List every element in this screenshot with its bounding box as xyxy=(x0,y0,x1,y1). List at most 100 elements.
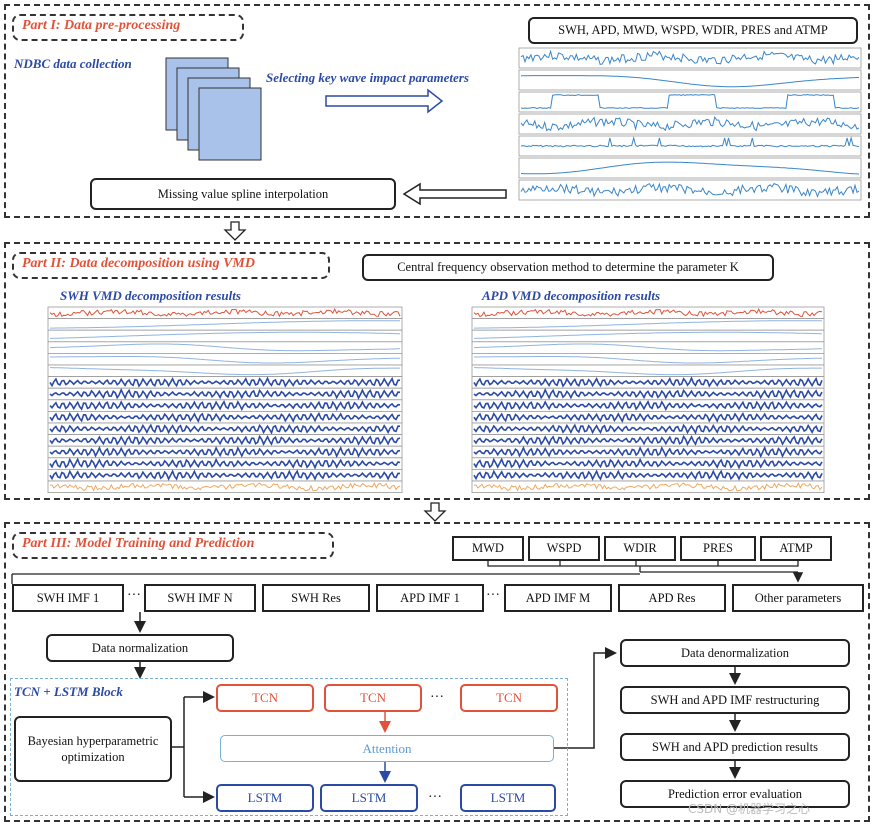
apd-vmd-row-5-trace xyxy=(474,356,823,364)
signal-plot-2-trace xyxy=(520,75,859,88)
apd-vmd-row-14-trace xyxy=(473,457,823,470)
panel-part3 xyxy=(4,522,870,822)
swh-vmd-row-16-trace xyxy=(49,482,401,492)
apd-vmd-plots xyxy=(471,306,825,494)
apd-vmd-row-10-trace xyxy=(473,412,823,423)
apd-vmd-row-13-trace xyxy=(473,445,823,459)
ellipsis-2: ··· xyxy=(486,588,500,603)
apd-vmd-row-11-trace xyxy=(473,423,823,435)
swh-vmd-row-8-trace xyxy=(49,387,401,401)
apd-vmd-row-4-trace xyxy=(473,343,822,352)
watermark: CSDN @机器学习之心 xyxy=(688,802,811,816)
apd-vmd-row-1-trace xyxy=(473,307,823,318)
swh-vmd-row-15-trace xyxy=(49,469,400,481)
hollow-arrow-right xyxy=(325,88,444,114)
swh-vmd-row-10-trace xyxy=(49,411,401,423)
swh-vmd-row-2-trace xyxy=(50,320,400,329)
input-apd-res: APD Res xyxy=(618,584,726,612)
ellipsis-tcn: ··· xyxy=(430,690,444,705)
signal-plot-4-trace xyxy=(520,116,860,132)
bayes-box: Bayesian hyperparametric optimization xyxy=(14,716,172,782)
hollow-arrow-down-2 xyxy=(423,502,447,522)
ellipsis-lstm: ··· xyxy=(428,790,442,805)
panel-part2 xyxy=(4,242,870,500)
apd-vmd-row-16-trace xyxy=(473,482,823,492)
swh-vmd-row-5-trace xyxy=(50,356,401,364)
signal-plot-5-trace xyxy=(520,136,860,148)
input-other-params: Other parameters xyxy=(732,584,864,612)
hollow-arrow-left xyxy=(402,182,507,206)
selecting-label: Selecting key wave impact parameters xyxy=(266,70,469,85)
part2-title: Part II: Data decomposition using VMD xyxy=(12,252,330,279)
restructuring-box: SWH and APD IMF restructuring xyxy=(620,686,850,714)
apd-vmd-row-3-trace xyxy=(474,331,823,339)
lstm-box-1: LSTM xyxy=(216,784,314,812)
results-box: SWH and APD prediction results xyxy=(620,733,850,761)
swh-vmd-row-3-trace xyxy=(50,331,401,339)
apd-vmd-row-6-trace xyxy=(474,367,822,376)
apd-vmd-row-8-trace xyxy=(473,387,823,401)
swh-vmd-row-14-trace xyxy=(49,457,401,470)
param-box-wdir: WDIR xyxy=(604,536,676,561)
central-frequency-box: Central frequency observation method to … xyxy=(362,254,774,281)
tcn-box-1: TCN xyxy=(216,684,314,712)
input-apd-imfm: APD IMF M xyxy=(504,584,612,612)
swh-vmd-row-13-trace xyxy=(49,445,401,459)
swh-vmd-row-12-trace xyxy=(49,434,401,446)
apd-vmd-label: APD VMD decomposition results xyxy=(482,288,661,303)
hollow-arrow-down-1 xyxy=(223,221,247,241)
ndbc-label: NDBC data collection xyxy=(14,56,132,71)
tcn-lstm-block xyxy=(10,678,568,816)
param-box-mwd: MWD xyxy=(452,536,524,561)
normalization-box: Data normalization xyxy=(46,634,234,662)
input-swh-imfn: SWH IMF N xyxy=(144,584,256,612)
input-swh-res: SWH Res xyxy=(262,584,370,612)
lstm-box-2: LSTM xyxy=(320,784,418,812)
attention-box: Attention xyxy=(220,735,554,762)
signal-plot-7-trace xyxy=(520,182,860,198)
input-swh-imf1: SWH IMF 1 xyxy=(12,584,124,612)
signal-plot-7-frame xyxy=(518,179,862,201)
input-apd-imf1: APD IMF 1 xyxy=(376,584,484,612)
apd-vmd-row-7-trace xyxy=(473,376,823,388)
apd-vmd-row-2-trace xyxy=(474,320,822,329)
swh-vmd-row-1-trace xyxy=(49,307,401,318)
swh-vmd-row-9-trace xyxy=(49,400,401,412)
panel-part1 xyxy=(4,4,870,218)
swh-vmd-row-7-trace xyxy=(49,376,401,388)
signal-plot-6-frame xyxy=(518,157,862,179)
spline-box: Missing value spline interpolation xyxy=(90,178,396,210)
param-box-wspd: WSPD xyxy=(528,536,600,561)
apd-vmd-row-12-trace xyxy=(473,434,823,446)
part1-title: Part I: Data pre-processing xyxy=(12,14,244,41)
part3-title: Part III: Model Training and Prediction xyxy=(12,532,334,559)
signal-plot-1-frame xyxy=(518,47,862,69)
denormalization-box: Data denormalization xyxy=(620,639,850,667)
swh-vmd-row-11-trace xyxy=(49,423,400,435)
evaluation-box: Prediction error evaluation xyxy=(620,780,850,808)
bayes-label: Bayesian hyperparametric optimization xyxy=(27,734,159,764)
signal-plot-4-frame xyxy=(518,113,862,135)
param-box-pres: PRES xyxy=(680,536,756,561)
signal-plots xyxy=(518,47,862,201)
apd-vmd-row-9-trace xyxy=(473,400,823,412)
tcn-box-2: TCN xyxy=(324,684,422,712)
swh-vmd-label: SWH VMD decomposition results xyxy=(60,288,241,303)
params-box: SWH, APD, MWD, WSPD, WDIR, PRES and ATMP xyxy=(528,17,858,44)
stacked-files-icon xyxy=(165,57,262,161)
lstm-box-3: LSTM xyxy=(460,784,556,812)
param-box-atmp: ATMP xyxy=(760,536,832,561)
params-bracket xyxy=(487,560,799,567)
apd-vmd-row-15-trace xyxy=(473,469,823,481)
swh-vmd-row-6-trace xyxy=(50,367,400,376)
ellipsis-1: ··· xyxy=(127,588,141,603)
block-label: TCN + LSTM Block xyxy=(14,684,123,699)
swh-vmd-row-4-trace xyxy=(49,343,400,352)
signal-plot-6-trace xyxy=(520,161,860,175)
swh-vmd-plots xyxy=(47,306,403,494)
signal-plot-2-frame xyxy=(518,69,862,91)
signal-plot-3-trace xyxy=(520,93,860,110)
signal-plot-1-trace xyxy=(520,49,860,66)
tcn-box-3: TCN xyxy=(460,684,558,712)
